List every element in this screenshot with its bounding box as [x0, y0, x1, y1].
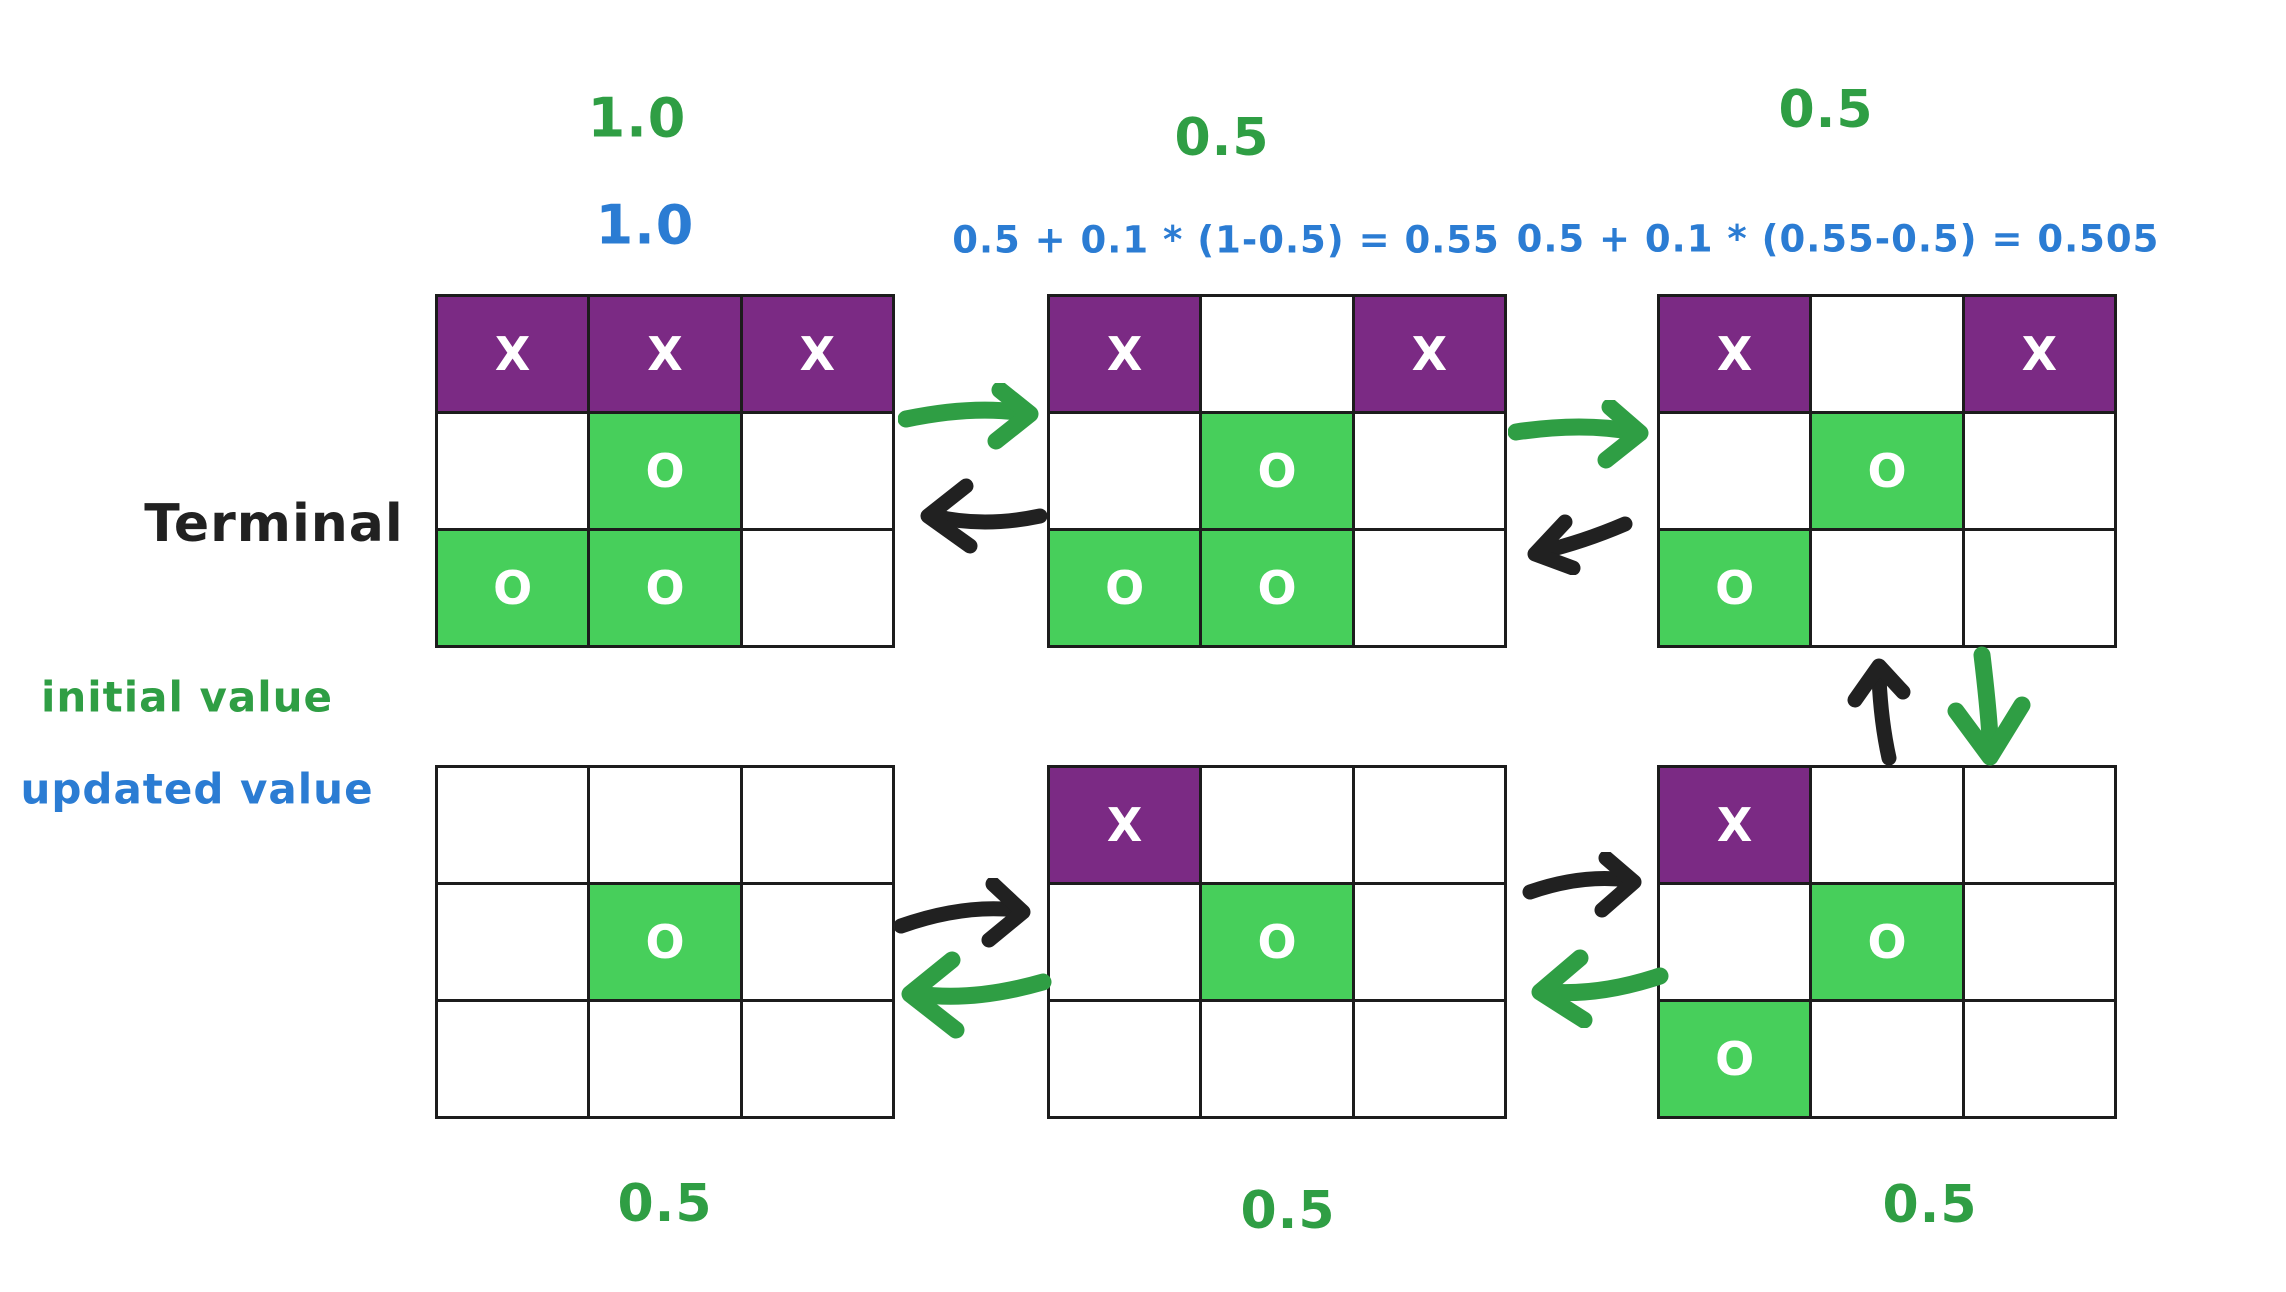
board-cell: [438, 1002, 588, 1116]
board-cell: X: [1660, 297, 1810, 411]
board-cell: [438, 768, 588, 882]
state2-initial-value-label: 0.5: [1174, 108, 1270, 168]
arrow-right-icon: [898, 383, 1039, 450]
board-cell: X: [1660, 768, 1810, 882]
board-cell: [1050, 414, 1200, 528]
board-cell: [742, 1002, 892, 1116]
state2-update-formula-label: 0.5 + 0.1 * (1-0.5) = 0.55: [952, 218, 1500, 262]
board-bottom-left-state: O: [435, 765, 895, 1119]
board-cell: X: [1050, 297, 1200, 411]
arrow-left-icon: [901, 951, 1052, 1039]
board-top-right-state: X X O O: [1657, 294, 2117, 648]
arrow-left-icon: [1531, 949, 1669, 1028]
board-cell: X: [590, 297, 740, 411]
arrow-right-icon: [893, 878, 1031, 948]
arrow-down-icon: [1947, 646, 2031, 766]
board-cell: O: [590, 885, 740, 999]
board-cell: [1812, 768, 1962, 882]
state1-updated-value-label: 1.0: [595, 193, 695, 257]
board-cell: [1660, 885, 1810, 999]
board-cell: [1354, 768, 1504, 882]
board-cell: X: [1050, 768, 1200, 882]
bottom-state1-value-label: 0.5: [617, 1174, 713, 1234]
board-cell: [590, 1002, 740, 1116]
board-cell: [1354, 885, 1504, 999]
board-top-middle-state: X X O O O: [1047, 294, 1507, 648]
board-cell: [1964, 414, 2114, 528]
board-terminal-state: X X X O O O: [435, 294, 895, 648]
bottom-state3-value-label: 0.5: [1882, 1175, 1978, 1235]
board-cell: [1050, 1002, 1200, 1116]
board-bottom-right-state: X O O: [1657, 765, 2117, 1119]
board-cell: [1202, 768, 1352, 882]
board-cell: [1354, 531, 1504, 645]
board-cell: O: [590, 414, 740, 528]
board-cell: [1660, 414, 1810, 528]
board-cell: O: [1812, 885, 1962, 999]
board-cell: [1964, 768, 2114, 882]
arrow-left-icon: [920, 478, 1048, 554]
board-cell: [438, 414, 588, 528]
board-cell: [742, 531, 892, 645]
board-cell: [742, 885, 892, 999]
board-cell: [742, 414, 892, 528]
board-cell: O: [1812, 414, 1962, 528]
terminal-label: Terminal: [144, 494, 404, 554]
board-cell: O: [590, 531, 740, 645]
bottom-state2-value-label: 0.5: [1240, 1181, 1336, 1241]
board-cell: [438, 885, 588, 999]
board-cell: [1202, 1002, 1352, 1116]
board-cell: O: [1202, 414, 1352, 528]
board-cell: [1050, 885, 1200, 999]
board-cell: [1354, 1002, 1504, 1116]
arrow-left-icon: [1527, 514, 1633, 575]
board-cell: [590, 768, 740, 882]
board-cell: O: [1660, 1002, 1810, 1116]
arrow-up-icon: [1847, 658, 1911, 766]
arrow-right-icon: [1508, 400, 1649, 469]
state1-initial-value-label: 1.0: [587, 86, 687, 150]
board-cell: O: [1660, 531, 1810, 645]
legend-initial-value: initial value: [40, 672, 334, 722]
board-cell: [1202, 297, 1352, 411]
board-cell: [1354, 414, 1504, 528]
board-cell: [1964, 1002, 2114, 1116]
board-cell: [742, 768, 892, 882]
board-cell: O: [1050, 531, 1200, 645]
board-cell: [1812, 297, 1962, 411]
board-cell: O: [1202, 531, 1352, 645]
legend-updated-value: updated value: [20, 764, 374, 814]
board-cell: [1812, 1002, 1962, 1116]
board-cell: O: [1202, 885, 1352, 999]
board-cell: O: [438, 531, 588, 645]
state3-initial-value-label: 0.5: [1778, 80, 1874, 140]
board-cell: [1812, 531, 1962, 645]
board-cell: X: [1354, 297, 1504, 411]
board-cell: [1964, 885, 2114, 999]
state3-update-formula-label: 0.5 + 0.1 * (0.55-0.5) = 0.505: [1516, 217, 2160, 261]
board-cell: [1964, 531, 2114, 645]
arrow-right-icon: [1522, 852, 1642, 918]
board-cell: X: [1964, 297, 2114, 411]
board-bottom-middle-state: X O: [1047, 765, 1507, 1119]
board-cell: X: [742, 297, 892, 411]
board-cell: X: [438, 297, 588, 411]
